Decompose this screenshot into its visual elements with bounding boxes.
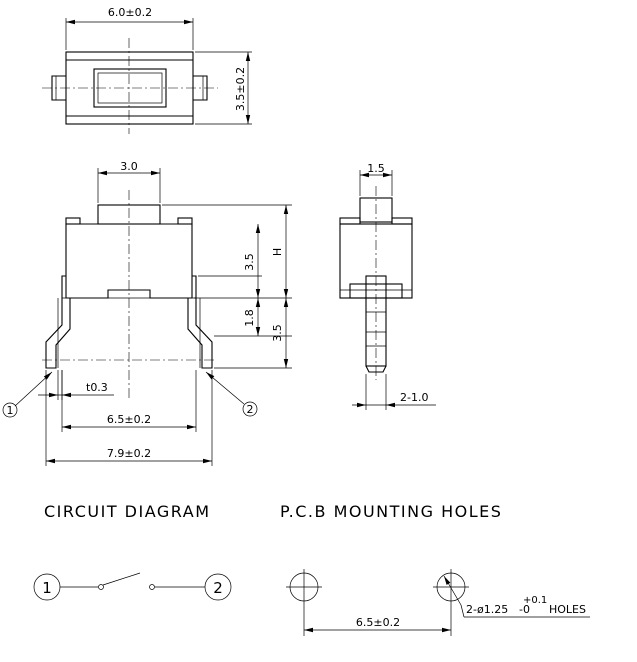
circuit-terminal-2 [204,573,232,601]
circuit-terminal-1-label: 1 [42,579,52,597]
dim-top-height: 3.5±0.2 [234,67,247,111]
switch-blade [102,572,141,586]
dim-lead-thickness: t0.3 [86,381,108,394]
pin-2-label: 2 [247,403,254,416]
pin-1-label: 1 [7,404,14,417]
circuit-diagram: 1 2 [33,572,232,601]
pin-2-callout [242,401,258,417]
pin-1-callout [2,402,18,418]
dim-hole-tol-plus: +0.1 [523,595,547,606]
top-view-button [93,68,167,108]
dim-pin-pitch: 6.5±0.2 [107,413,151,426]
dim-overall-width: 7.9±0.2 [107,447,151,460]
dim-side-actuator-width: 1.5 [367,162,385,175]
front-view: 3.0 3.5 H 1.8 3.5 t0.3 [2,160,292,466]
dim-height-h: H [271,248,284,256]
pcb-mounting-holes: 6.5±0.2 2-ø1.25 +0.1 -0 HOLES [286,569,590,636]
front-view-lead-right [187,275,213,369]
front-view-lead-left [45,275,71,369]
dim-lead-height: 3.5 [271,324,284,342]
dim-top-width: 6.0±0.2 [108,6,152,19]
dim-hole-tol-minus: -0 [519,603,530,616]
circuit-diagram-title: CIRCUIT DIAGRAM [44,502,211,521]
top-view: 6.0±0.2 3.5±0.2 [42,6,252,134]
switch-contact-right [149,584,155,590]
side-view: 1.5 2-1.0 [339,162,436,410]
dim-hole-spec: 2-ø1.25 [466,603,508,616]
dim-holes-word: HOLES [549,603,586,616]
dim-pcb-pitch: 6.5±0.2 [356,616,400,629]
dim-body-step: 1.8 [243,309,256,327]
circuit-terminal-2-label: 2 [213,579,223,597]
pcb-mounting-holes-title: P.C.B MOUNTING HOLES [280,502,502,521]
dim-front-actuator-width: 3.0 [120,160,138,173]
switch-contact-left [98,584,104,590]
dim-actuator-height: 3.5 [243,253,256,271]
dim-lead-width: 2-1.0 [400,391,428,404]
